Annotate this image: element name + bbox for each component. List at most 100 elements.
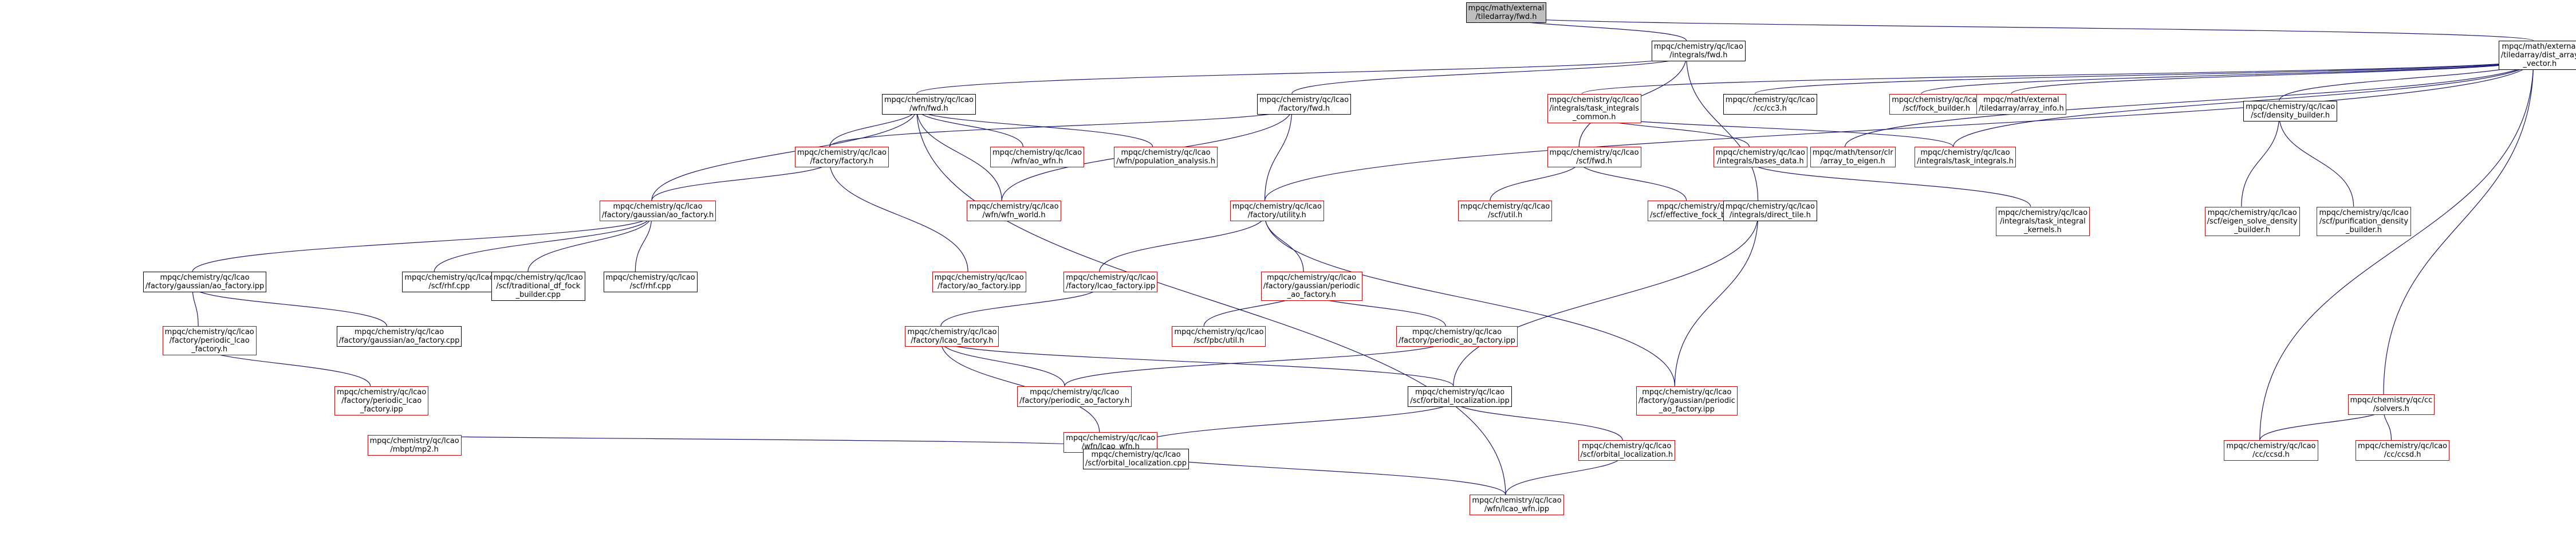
node-aowfn[interactable]: mpqc/chemistry/qc/lcao/wfn/ao_wfn.h — [990, 147, 1085, 168]
node-label-line: mpqc/chemistry/qc/lcao — [1232, 202, 1322, 211]
node-eigensolve[interactable]: mpqc/chemistry/qc/lcao/scf/eigen_solve_d… — [2204, 206, 2300, 236]
node-directtile[interactable]: mpqc/chemistry/qc/lcao/integrals/direct_… — [1723, 201, 1817, 222]
node-taskcommon[interactable]: mpqc/chemistry/qc/lcao/integrals/task_in… — [1547, 93, 1641, 123]
node-label-line: mpqc/chemistry/qc/lcao — [797, 148, 887, 158]
edge-scfcpp-gaofactory — [434, 210, 655, 272]
edge-lcaofacth-lcaofactipp — [940, 281, 1102, 327]
node-label-line: mpqc/chemistry/qc/lcao — [369, 436, 459, 445]
node-orbloch[interactable]: mpqc/chemistry/qc/lcao/scf/orbital_local… — [1578, 440, 1676, 461]
node-periodicaofacth[interactable]: mpqc/chemistry/qc/lcao/factory/periodic_… — [1017, 386, 1132, 407]
node-label-line: /scf/rhf.cpp — [428, 282, 470, 291]
edge-orbloccpp-orbloc — [1129, 396, 1456, 449]
node-label-line: /wfn/lcao_wfn.ipp — [1484, 505, 1550, 514]
node-label-line: mpqc/chemistry/qc/lcao — [1725, 202, 1815, 211]
edge-gperiodicipp-directtile — [1674, 210, 1760, 386]
node-label-line: /factory/periodic_ao_factory.h — [1019, 396, 1130, 405]
edge-factoryh-factfwd — [829, 104, 1294, 147]
node-label-line: _ao_factory.ipp — [1659, 405, 1715, 414]
node-label-line: /integrals/fwd.h — [1669, 51, 1728, 60]
node-basesdata[interactable]: mpqc/chemistry/qc/lcao/integrals/bases_d… — [1713, 147, 1808, 168]
node-label-line: mpqc/chemistry/qc/lcao — [1892, 95, 1982, 104]
node-label-line: mpqc/math/external — [2502, 42, 2576, 52]
node-label-line: /tiledarray/dist_array — [2500, 51, 2576, 60]
node-factoryh[interactable]: mpqc/chemistry/qc/lcao/factory/factory.h — [794, 147, 889, 168]
node-label-line: mpqc/chemistry/qc/lcao — [1066, 434, 1156, 443]
node-scffwd[interactable]: mpqc/chemistry/qc/lcao/scf/fwd.h — [1547, 147, 1641, 168]
node-tensoreigen[interactable]: mpqc/math/tensor/clr/array_to_eigen.h — [1810, 147, 1896, 168]
node-taskints[interactable]: mpqc/chemistry/qc/lcao/integrals/task_in… — [1915, 147, 2016, 168]
node-label-line: mpqc/chemistry/qc/lcao — [493, 273, 583, 283]
node-label-line: /cc/ccsd.h — [2384, 450, 2421, 460]
node-label-line: mpqc/chemistry/qc/lcao — [884, 95, 974, 104]
edge-ccsdh-dist — [2259, 54, 2536, 441]
node-wfnfwd[interactable]: mpqc/chemistry/qc/lcao/wfn/fwd.h — [881, 93, 976, 115]
node-label-line: /wfn/fwd.h — [909, 104, 948, 113]
node-gaofactory[interactable]: mpqc/chemistry/qc/lcao/factory/gaussian/… — [599, 201, 716, 222]
node-gaofactorycpp[interactable]: mpqc/chemistry/qc/lcao/factory/gaussian/… — [336, 326, 462, 347]
node-label-line: /factory/gaussian/periodic — [1638, 396, 1735, 405]
node-label-line: mpqc/chemistry/qc/lcao — [613, 202, 703, 211]
node-periodicaofact[interactable]: mpqc/chemistry/qc/lcao/factory/gaussian/… — [1261, 272, 1362, 301]
node-densbuilder[interactable]: mpqc/chemistry/qc/lcao/scf/density_build… — [2243, 100, 2338, 121]
node-scfcpp[interactable]: mpqc/chemistry/qc/lcao/scf/rhf.cpp — [402, 272, 497, 293]
node-solvers[interactable]: mpqc/chemistry/qc/cc/solvers.h — [2347, 394, 2435, 415]
node-wfnworld[interactable]: mpqc/chemistry/qc/lcao/wfn/wfn_world.h — [967, 201, 1061, 222]
node-label-line: mpqc/chemistry/qc/lcao — [164, 328, 254, 337]
node-cc3[interactable]: mpqc/chemistry/qc/lcao/cc/cc3.h — [1723, 93, 1817, 115]
node-label-line: /scf/util.h — [1488, 211, 1523, 220]
node-popanal[interactable]: mpqc/chemistry/qc/lcao/wfn/population_an… — [1114, 147, 1218, 168]
node-periodiclcaoipp[interactable]: mpqc/chemistry/qc/lcao/factory/periodic_… — [334, 386, 429, 415]
node-ccsdh2[interactable]: mpqc/chemistry/qc/lcao/cc/ccsd.h — [2356, 440, 2450, 461]
node-arrinfo[interactable]: mpqc/math/external/tiledarray/array_info… — [1976, 93, 2066, 115]
node-scfutil[interactable]: mpqc/chemistry/qc/lcao/scf/util.h — [1458, 201, 1553, 222]
edge-gaofactorycpp-gaofactoryipp — [190, 281, 387, 327]
node-intfwd[interactable]: mpqc/chemistry/qc/lcao/integrals/fwd.h — [1651, 41, 1746, 62]
node-taskintkern[interactable]: mpqc/chemistry/qc/lcao/integrals/task_in… — [1995, 206, 2090, 236]
node-orbloc[interactable]: mpqc/chemistry/qc/lcao/scf/orbital_local… — [1408, 386, 1512, 407]
node-orbloccpp[interactable]: mpqc/chemistry/qc/lcao/scf/orbital_local… — [1083, 448, 1189, 469]
edge-taskintkern-basesdata — [1747, 156, 2031, 207]
node-gaofactoryipp[interactable]: mpqc/chemistry/qc/lcao/factory/gaussian/… — [143, 272, 267, 293]
node-label-line: mpqc/chemistry/qc/lcao — [1415, 387, 1505, 397]
node-label-line: /scf/orbital_localization.h — [1580, 450, 1673, 460]
node-label-line: mpqc/chemistry/qc/lcao — [1412, 328, 1502, 337]
node-label-line: mpqc/chemistry/qc/lcao — [1472, 496, 1562, 505]
edge-lcaowfn-lcaofacth — [938, 336, 1100, 433]
node-label-line: /factory/periodic_lcao — [341, 396, 422, 405]
node-fockbuilder[interactable]: mpqc/chemistry/qc/lcao/scf/fock_builder.… — [1889, 93, 1984, 115]
node-ccsdh[interactable]: mpqc/chemistry/qc/lcao/cc/ccsd.h — [2224, 440, 2318, 461]
node-label-line: mpqc/chemistry/qc/lcao — [1549, 95, 1639, 104]
node-dist[interactable]: mpqc/math/external/tiledarray/dist_array… — [2498, 41, 2576, 70]
node-label-line: /scf/rhf.cpp — [629, 282, 671, 291]
node-utility[interactable]: mpqc/chemistry/qc/lcao/factory/utility.h — [1230, 201, 1324, 222]
node-label-line: /factory/gaussian/periodic — [1263, 282, 1360, 291]
edge-purif-densbuilder — [2276, 110, 2354, 207]
node-lcaofactipp[interactable]: mpqc/chemistry/qc/lcao/factory/lcao_fact… — [1064, 272, 1158, 293]
node-label-line: /wfn/ao_wfn.h — [1011, 157, 1064, 166]
edge-gaofactoryipp-gaofactory — [192, 210, 655, 272]
node-lcaofacth[interactable]: mpqc/chemistry/qc/lcao/factory/lcao_fact… — [905, 326, 999, 347]
node-periodicaofactipp[interactable]: mpqc/chemistry/qc/lcao/factory/periodic_… — [1396, 326, 1518, 347]
node-scfpbc[interactable]: mpqc/chemistry/qc/lcao/scf/pbc/util.h — [1172, 326, 1266, 347]
node-factfwd[interactable]: mpqc/chemistry/qc/lcao/factory/fwd.h — [1257, 93, 1352, 115]
node-mbptmp2[interactable]: mpqc/chemistry/qc/lcao/mbpt/mp2.h — [367, 434, 462, 456]
edge-gaofactory-wfnfwd — [651, 104, 919, 201]
node-tradfock[interactable]: mpqc/chemistry/qc/lcao/scf/traditional_d… — [491, 272, 585, 301]
node-lcaowfnipp[interactable]: mpqc/chemistry/qc/lcao/wfn/lcao_wfn.ipp — [1470, 495, 1564, 516]
edge-wfnfwd-intfwd — [916, 50, 1689, 95]
node-periodiclcao[interactable]: mpqc/chemistry/qc/lcao/factory/periodic_… — [162, 326, 257, 356]
node-label-line: mpqc/chemistry/qc/lcao — [1121, 148, 1211, 158]
node-label-line: mpqc/math/external — [1983, 95, 2059, 104]
node-tiled[interactable]: mpqc/math/external/tiledarray/fwd.h — [1466, 2, 1547, 23]
node-gperiodicipp[interactable]: mpqc/chemistry/qc/lcao/factory/gaussian/… — [1636, 386, 1738, 415]
node-label-line: mpqc/chemistry/qc/lcao — [1715, 148, 1806, 158]
node-rhfcpp[interactable]: mpqc/chemistry/qc/lcao/scf/rhf.cpp — [603, 272, 698, 293]
node-label-line: /factory/ao_factory.ipp — [938, 282, 1021, 291]
node-purif[interactable]: mpqc/chemistry/qc/lcao/scf/purification_… — [2317, 206, 2411, 236]
node-label-line: _builder.h — [2346, 225, 2382, 234]
node-label-line: mpqc/chemistry/qc/lcao — [354, 328, 444, 337]
node-label-line: /scf/orbital_localization.ipp — [1410, 396, 1510, 405]
node-aofactoryipp[interactable]: mpqc/chemistry/qc/lcao/factory/ao_factor… — [932, 272, 1026, 293]
node-label-line: mpqc/chemistry/qc/cc — [2350, 395, 2433, 405]
